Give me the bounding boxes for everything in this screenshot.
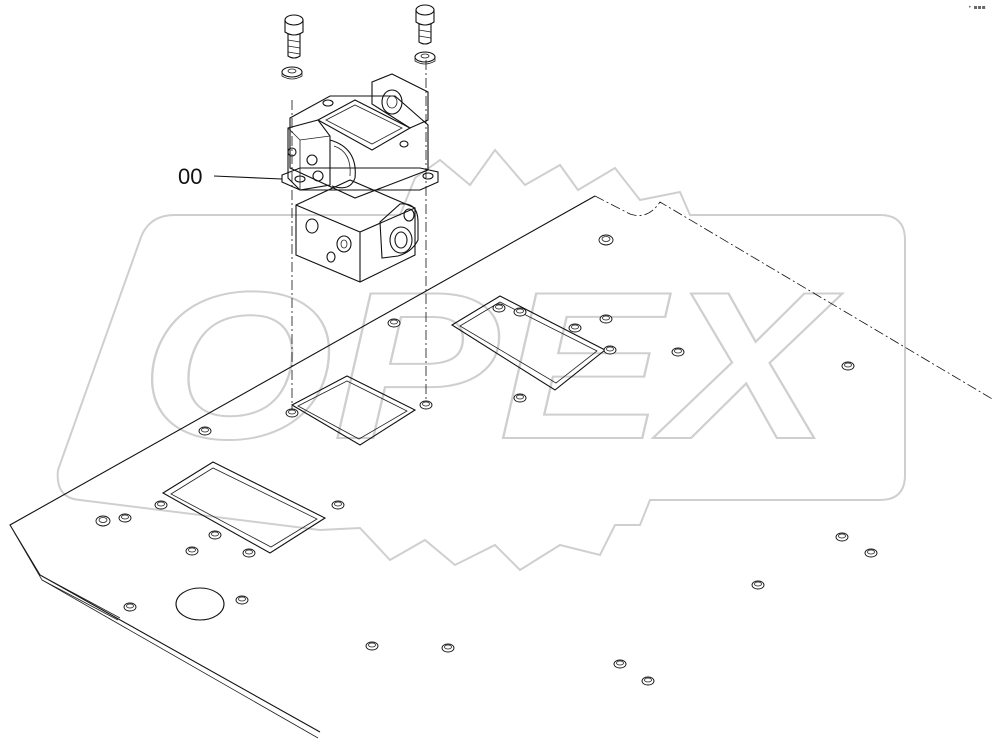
bolt-hole <box>513 307 527 317</box>
callout: 00 <box>178 164 283 189</box>
corner-mark: ⁠•⁠ ▪▪▪ <box>968 4 986 11</box>
cutout-left-inner <box>170 467 318 548</box>
plate-front-lip <box>39 574 121 621</box>
bolt-hole <box>419 400 433 410</box>
bolt-hole <box>387 318 401 328</box>
bolt-hole <box>492 303 506 313</box>
bolt-hole <box>118 513 132 523</box>
watermark-gear-outline <box>56 148 906 572</box>
opex-watermark: OPEX <box>56 148 906 572</box>
bolt-hole <box>235 595 249 605</box>
bolt-hole <box>641 676 655 686</box>
bolt-hole <box>198 426 212 436</box>
bolt-hole <box>841 361 855 371</box>
bolt-hole <box>123 602 137 612</box>
bolt-holes <box>95 234 878 686</box>
plate-edge-left <box>9 195 596 733</box>
bolt-hole <box>331 500 345 510</box>
bolt-hole <box>285 408 299 418</box>
cap-screw-right <box>415 4 435 45</box>
bolt-hole <box>513 393 527 403</box>
bolt-hole <box>365 641 379 651</box>
bolt-hole <box>95 515 111 527</box>
watermark-text: OPEX <box>140 248 843 483</box>
bolt-hole <box>751 580 765 590</box>
bolt-hole <box>613 659 627 669</box>
washer-right <box>414 51 436 65</box>
alignment-lines <box>291 60 427 410</box>
bolt-hole <box>598 234 614 246</box>
bolt-hole <box>208 530 222 540</box>
base-plate <box>9 195 994 739</box>
bolt-hole <box>835 532 849 542</box>
cutout-center-inner <box>297 380 408 440</box>
washer-left <box>281 66 303 80</box>
bolt-hole <box>599 314 613 324</box>
bolt-hole <box>864 548 878 558</box>
bolt-hole <box>568 323 582 333</box>
plate-edge-top <box>594 195 994 401</box>
cutout-left <box>161 461 327 554</box>
callout-leader <box>213 175 283 180</box>
large-round-hole <box>175 587 225 621</box>
bolt-hole <box>242 548 256 558</box>
bolt-hole <box>185 546 199 556</box>
bolt-hole <box>441 643 455 653</box>
bolt-hole <box>154 500 168 510</box>
plate-edge-left-inner <box>13 531 319 739</box>
bolt-hole <box>603 345 617 355</box>
callout-label: 00 <box>178 164 202 189</box>
cap-screw-left <box>284 14 304 59</box>
cutout-right-inner <box>459 301 598 384</box>
valve-assembly <box>281 73 439 283</box>
cutout-center <box>290 375 417 446</box>
bolt-hole <box>671 347 685 357</box>
